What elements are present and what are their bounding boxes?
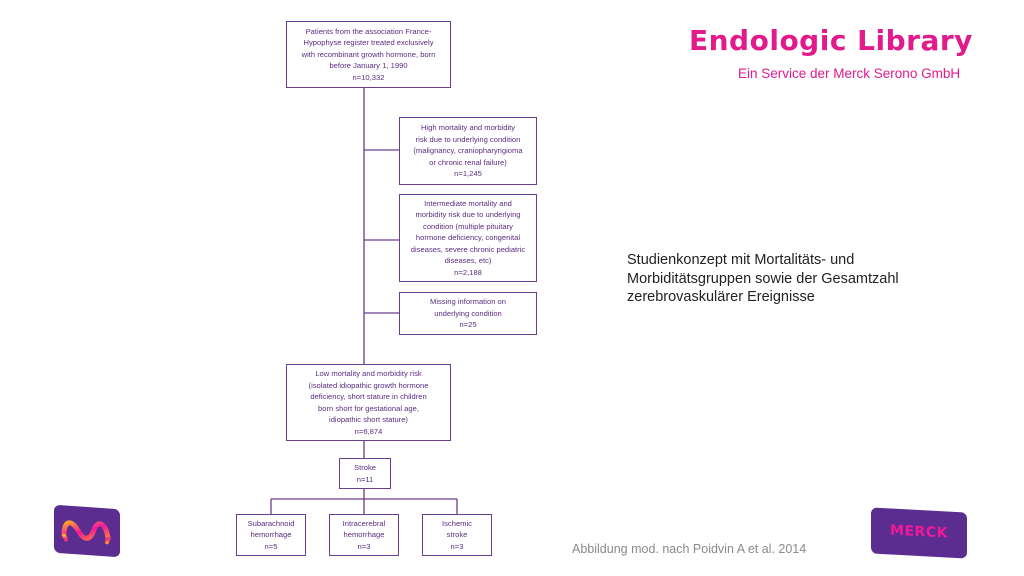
text-line: n=5	[264, 541, 278, 551]
text-line: underlying condition	[434, 308, 502, 318]
merck-m-glyph-icon	[61, 520, 111, 545]
text-line: n=2,188	[454, 267, 482, 277]
text-line: Hypophyse register treated exclusively	[303, 38, 434, 48]
root-population-box: Patients from the association France- Hyp…	[286, 21, 451, 88]
text-line: stroke	[446, 530, 468, 540]
text-line: or chronic renal failure)	[429, 157, 507, 167]
text-line: hormone deficiency, congenital	[415, 233, 521, 243]
merck-m-logo-icon	[54, 504, 120, 558]
header-title: Endologic Library	[689, 24, 973, 57]
text-line: risk due to underlying condition	[415, 134, 521, 144]
text-line: High mortality and morbidity	[420, 123, 516, 133]
text-line: n=3	[357, 541, 371, 551]
text-line: deficiency, short stature in children	[310, 392, 427, 401]
text-line: (malignancy, craniopharyngioma	[413, 146, 523, 156]
text-line: (isolated idiopathic growth hormone	[308, 380, 429, 390]
intermediate-risk-text: Intermediate mortality and morbidity risk…	[411, 198, 525, 279]
text-line: Subarachnoid	[247, 518, 295, 528]
stroke-text: Stroke n=11	[354, 462, 376, 485]
text-line: Morbiditätsgruppen sowie der Gesamtzahl	[627, 270, 899, 287]
text-line: n=25	[459, 320, 477, 330]
text-line: diseases, etc)	[444, 256, 492, 266]
root-population-text: Patients from the association France- Hyp…	[302, 26, 436, 84]
text-line: born short for gestational age,	[318, 403, 419, 413]
text-line: with recombinant growth hormone, born	[301, 49, 436, 59]
text-line: n=6,874	[354, 426, 383, 436]
text-line: Missing information on	[430, 297, 506, 307]
text-line: n=1,245	[454, 169, 482, 179]
text-line: Ischemic	[442, 518, 472, 528]
text-line: Intracerebral	[342, 518, 386, 528]
text-line: Studienkonzept mit Mortalitäts- und	[627, 252, 855, 268]
text-line: n=11	[356, 474, 374, 484]
merck-wordmark-logo: MERCK	[871, 507, 967, 559]
figure-caption: Abbildung mod. nach Poidvin A et al. 201…	[572, 542, 807, 556]
text-line: condition (multiple pituitary	[423, 221, 513, 231]
stroke-box: Stroke n=11	[339, 458, 391, 489]
text-line: n=10,332	[352, 72, 385, 82]
text-line: idiopathic short stature)	[329, 415, 408, 424]
text-line: Patients from the association France-	[305, 26, 432, 36]
text-line: Stroke	[354, 463, 376, 472]
text-line: before January 1, 1990	[329, 61, 408, 71]
text-line: Intermediate mortality and	[424, 198, 512, 208]
header-subtitle: Ein Service der Merck Serono GmbH	[738, 66, 961, 81]
text-line: Low mortality and morbidity risk	[315, 369, 422, 378]
text-line: hemorrhage	[343, 530, 385, 540]
text-line: morbidity risk due to underlying	[415, 210, 521, 220]
low-risk-box: Low mortality and morbidity risk (isolate…	[286, 364, 451, 441]
low-risk-text: Low mortality and morbidity risk (isolate…	[309, 368, 429, 437]
text-line: diseases, severe chronic pediatric	[410, 244, 526, 254]
intermediate-risk-box: Intermediate mortality and morbidity risk…	[399, 194, 537, 282]
text-line: n=3	[450, 541, 464, 551]
text-line: zerebrovaskulärer Ereignisse	[627, 289, 815, 305]
text-line: hemorrhage	[250, 530, 292, 540]
merck-wordmark-text: MERCK	[890, 522, 948, 542]
